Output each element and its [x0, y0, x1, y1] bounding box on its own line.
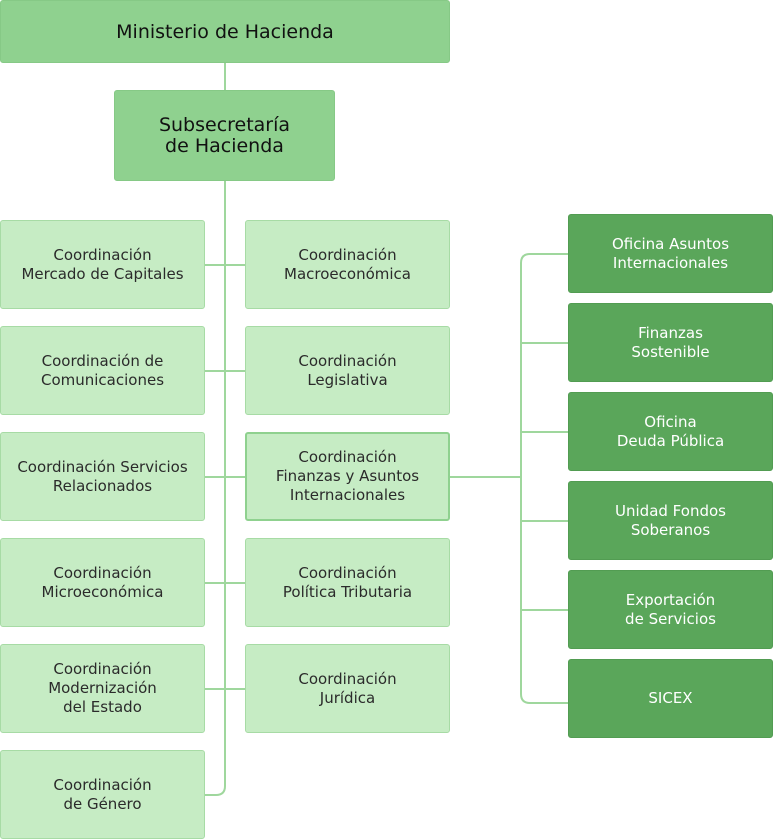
office-sovereign-funds: Unidad Fondos Soberanos — [568, 481, 773, 560]
coordination-microeconomics: Coordinación Microeconómica — [0, 538, 205, 627]
coordination-tax-policy: Coordinación Política Tributaria — [245, 538, 450, 627]
coordination-legal: Coordinación Jurídica — [245, 644, 450, 733]
coordination-communications: Coordinación de Comunicaciones — [0, 326, 205, 415]
office-sicex: SICEX — [568, 659, 773, 738]
coordination-gender: Coordinación de Género — [0, 750, 205, 839]
coordination-state-modernization: Coordinación Modernización del Estado — [0, 644, 205, 733]
offices-bracket — [520, 253, 569, 704]
undersecretary-box: Subsecretaría de Hacienda — [114, 90, 335, 181]
ministry-box: Ministerio de Hacienda — [0, 0, 450, 63]
office-international-affairs: Oficina Asuntos Internacionales — [568, 214, 773, 293]
trunk-line — [204, 181, 226, 796]
office-sustainable-finance: Finanzas Sostenible — [568, 303, 773, 382]
coordination-capital-markets: Coordinación Mercado de Capitales — [0, 220, 205, 309]
office-public-debt: Oficina Deuda Pública — [568, 392, 773, 471]
coordination-legislative: Coordinación Legislativa — [245, 326, 450, 415]
coordination-macroeconomics: Coordinación Macroeconómica — [245, 220, 450, 309]
coordination-related-services: Coordinación Servicios Relacionados — [0, 432, 205, 521]
office-service-exports: Exportación de Servicios — [568, 570, 773, 649]
coordination-international-finance: Coordinación Finanzas y Asuntos Internac… — [245, 432, 450, 521]
